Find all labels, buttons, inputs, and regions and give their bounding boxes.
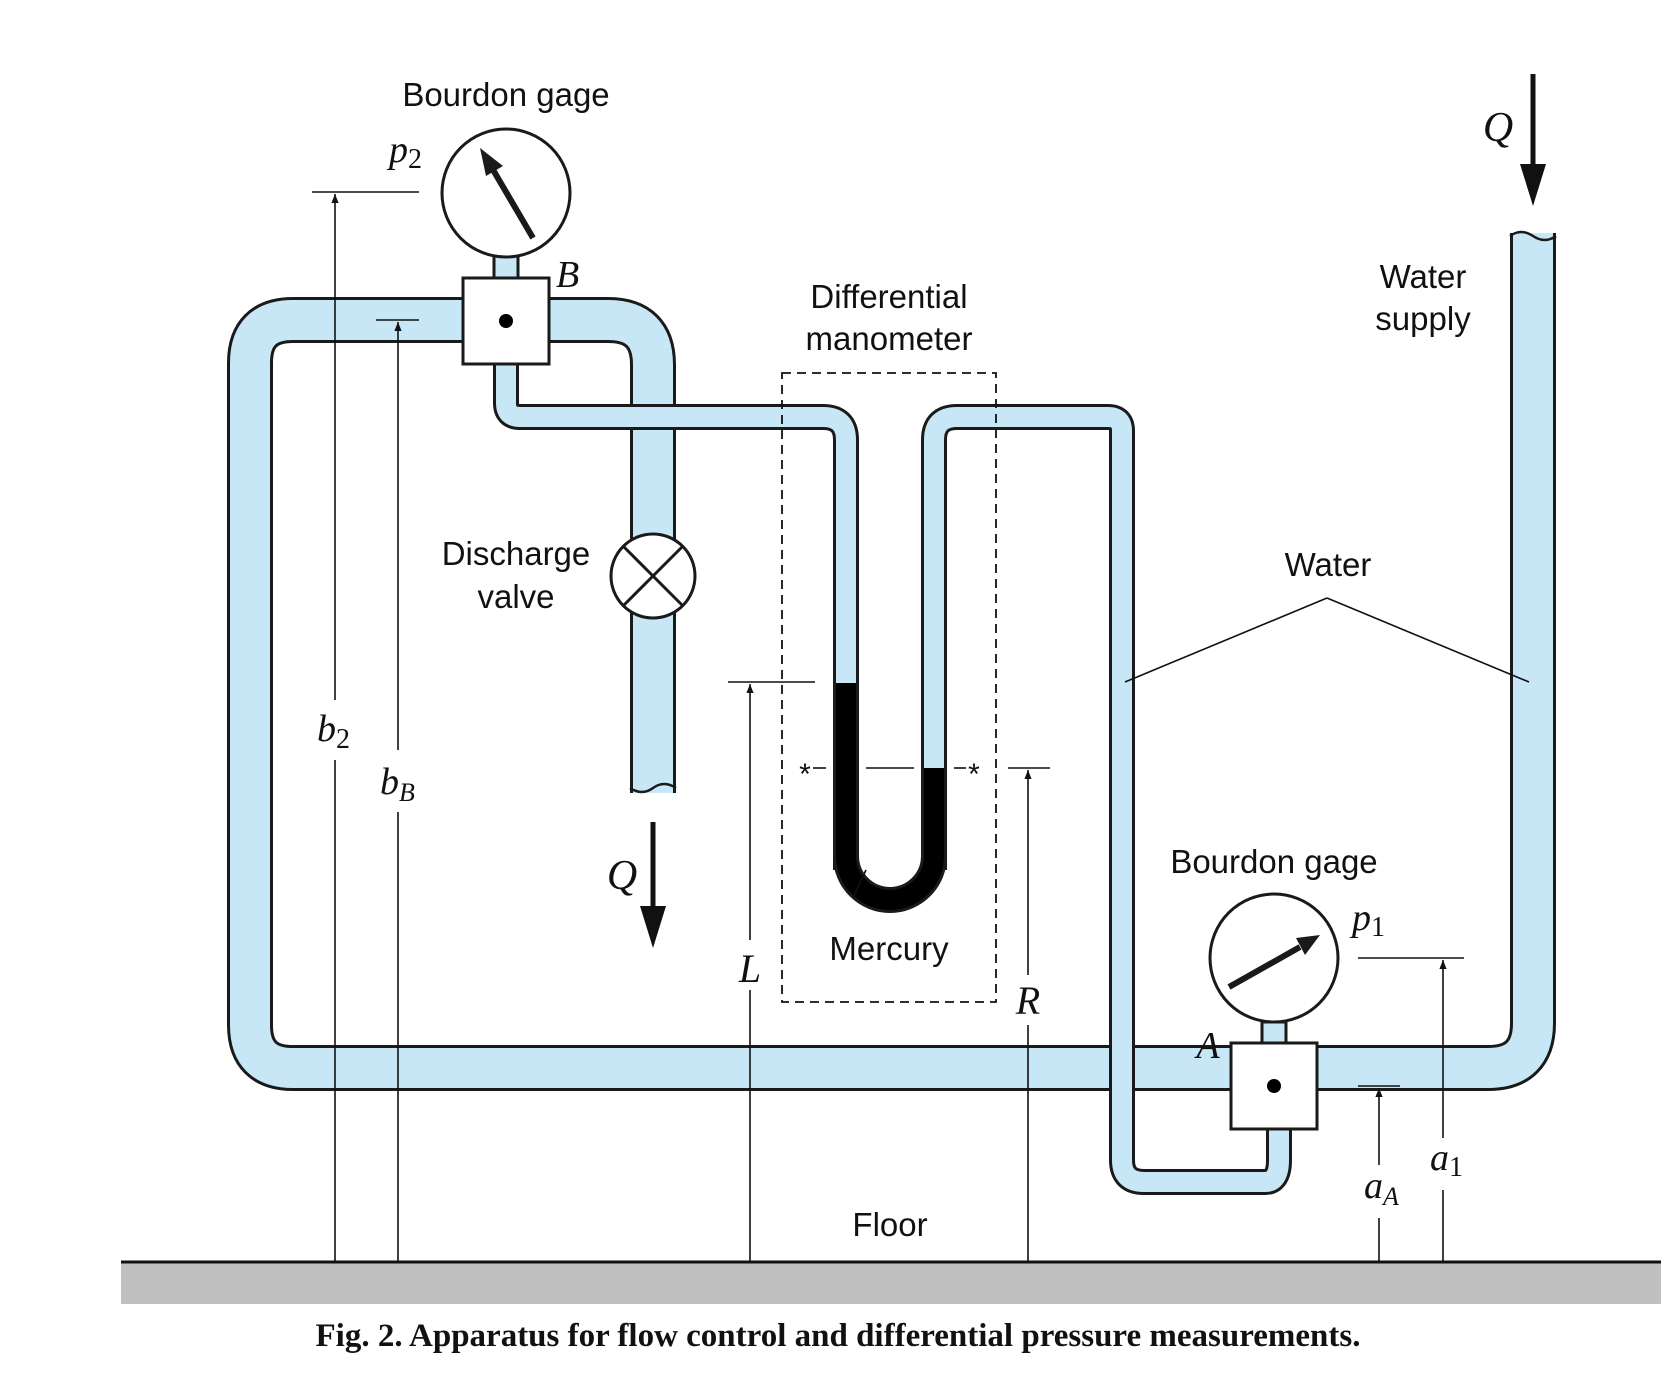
- figure-caption: Fig. 2. Apparatus for flow control and d…: [315, 1318, 1361, 1354]
- manometer-left-connection: [493, 345, 859, 870]
- floor: [121, 1260, 1661, 1304]
- b-fitting-label: B: [556, 254, 579, 296]
- water-supply-label-1: Water: [1380, 258, 1467, 295]
- dimension-b2: [312, 191, 419, 1262]
- flow-arrow-bottom: [640, 822, 666, 948]
- bourdon-gage-bottom: [1208, 892, 1340, 1024]
- star-left: *: [799, 758, 811, 791]
- dimension-R: [1008, 767, 1050, 1262]
- aA-label: aA: [1364, 1165, 1399, 1211]
- a1-label: a1: [1430, 1137, 1463, 1183]
- main-pipe-loop: [227, 233, 1556, 1091]
- discharge-pipe-end: [629, 782, 677, 794]
- discharge-valve: [609, 532, 697, 620]
- mercury-column: [833, 683, 947, 913]
- bourdon-gage-bottom-label: Bourdon gage: [1170, 843, 1377, 880]
- water-label: Water: [1285, 546, 1372, 583]
- differential-manometer-label-1: Differential: [810, 278, 967, 315]
- L-label: L: [738, 946, 761, 991]
- dimension-bB: [376, 319, 419, 1262]
- differential-manometer-label-2: manometer: [806, 320, 973, 357]
- water-supply-label-2: supply: [1375, 300, 1471, 337]
- floor-label: Floor: [852, 1206, 927, 1243]
- supply-pipe-end: [1509, 230, 1557, 242]
- dimension-aA: [1358, 1085, 1400, 1262]
- mercury-leader: [852, 869, 867, 899]
- dimension-L: [728, 681, 815, 1262]
- mercury-label: Mercury: [829, 930, 949, 967]
- discharge-valve-label-1: Discharge: [442, 535, 591, 572]
- flow-arrow-top: [1520, 74, 1546, 206]
- manometer-dashed-box: [781, 372, 997, 1003]
- star-right: *: [968, 758, 980, 791]
- discharge-valve-label-2: valve: [477, 578, 554, 615]
- q-bottom-label: Q: [607, 853, 637, 899]
- water-leaders: [1124, 597, 1530, 683]
- a-fitting-label: A: [1193, 1025, 1220, 1067]
- R-label: R: [1015, 978, 1040, 1023]
- b2-label: b2: [317, 708, 350, 755]
- q-top-label: Q: [1483, 105, 1513, 151]
- manometer-right-connection: [921, 404, 1292, 1195]
- bB-label: bB: [380, 761, 415, 807]
- fitting-b: [461, 276, 551, 366]
- bourdon-gage-top-label: Bourdon gage: [402, 76, 609, 113]
- bourdon-gage-top: [440, 127, 572, 259]
- dimension-a1: [1358, 957, 1464, 1262]
- fitting-a: [1229, 1041, 1319, 1131]
- p2-label: p2: [386, 129, 422, 175]
- p1-label: p1: [1349, 897, 1385, 943]
